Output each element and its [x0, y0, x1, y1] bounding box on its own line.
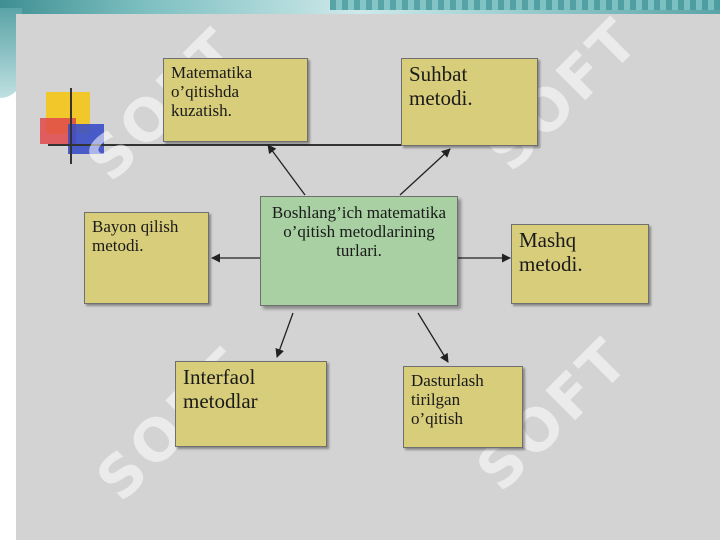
- node-bayon: Bayon qilish metodi.: [84, 212, 209, 304]
- arrow-to-dasturlash: [417, 312, 449, 363]
- node-interfaol: Interfaol metodlar: [175, 361, 327, 447]
- crosshair-vertical-line: [70, 88, 72, 164]
- node-suhbat: Suhbat metodi.: [401, 58, 538, 146]
- color-squares-decoration: [40, 88, 130, 168]
- node-kuzatish: Matematika o’qitishda kuzatish.: [163, 58, 308, 142]
- blue-square: [68, 124, 104, 154]
- crosshair-horizontal-line: [48, 144, 128, 146]
- arrow-to-suhbat: [399, 148, 451, 196]
- arrow-to-kuzatish: [267, 144, 306, 196]
- node-dasturlash: Dasturlash tirilgan o’qitish: [403, 366, 523, 448]
- node-mashq: Mashq metodi.: [511, 224, 649, 304]
- center-node: Boshlang’ich matematika o’qitish metodla…: [260, 196, 458, 306]
- arrow-to-interfaol: [275, 312, 294, 358]
- top-decorative-stripe: [330, 0, 720, 10]
